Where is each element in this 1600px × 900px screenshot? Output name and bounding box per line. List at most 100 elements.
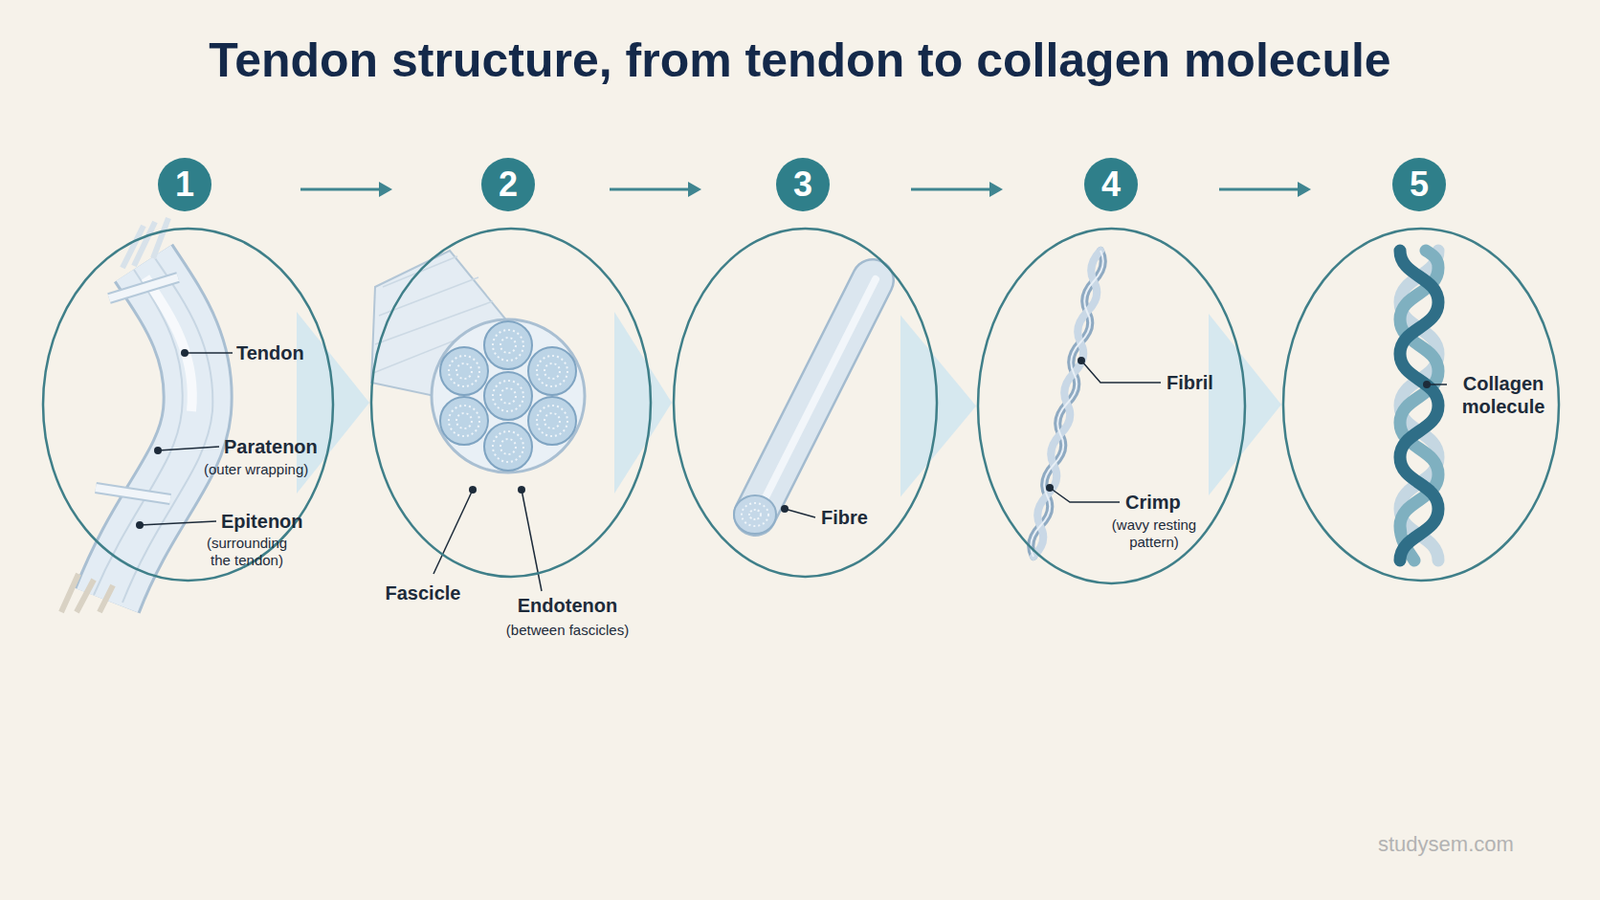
- fibre-dots: [448, 330, 568, 463]
- ellipse-shape: [977, 228, 1245, 584]
- tendon-fibres: [122, 258, 213, 603]
- fibre-ring: [544, 413, 560, 429]
- step-number-text: 3: [793, 167, 813, 202]
- fibre-end-ring: [749, 510, 761, 520]
- part-note: (between fascicles): [481, 622, 654, 640]
- step-arrow: [609, 181, 702, 198]
- step-number-text: 2: [498, 167, 518, 202]
- part-label: Tendon: [236, 341, 305, 365]
- stage-ellipse: Fibre: [671, 226, 939, 579]
- fibre-ring: [492, 431, 524, 463]
- fibre-highlight: [765, 279, 876, 498]
- fibre-ring: [492, 380, 524, 412]
- part-label: Fibril: [1166, 371, 1214, 395]
- part-note: (surrounding the tendon): [195, 534, 299, 570]
- leader-line: [157, 446, 220, 451]
- ellipse-shape: [1283, 228, 1559, 581]
- arrow-line: [911, 188, 992, 192]
- part-label: Fibre: [821, 506, 868, 530]
- fascicle: [484, 321, 533, 370]
- stage-ellipse: FascicleEndotenon(between fascicles): [369, 226, 653, 579]
- paratenon-sleeve: [109, 277, 178, 299]
- leader-line: [184, 352, 233, 355]
- part-label: Fascicle: [365, 581, 481, 605]
- part-note: (wavy resting pattern): [1100, 516, 1208, 552]
- fibre-ring: [456, 363, 472, 379]
- epitenon-sleeve: [95, 488, 171, 500]
- stage-chevron: [900, 315, 977, 498]
- part-label: Crimp: [1125, 490, 1181, 514]
- fascicle: [528, 347, 577, 396]
- epitenon-sleeve: [95, 488, 171, 500]
- watermark: studysem.com: [1377, 832, 1514, 858]
- fibre-ring: [500, 337, 516, 354]
- part-label: Paratenon: [223, 435, 318, 459]
- fibre-ring: [492, 330, 524, 361]
- tendon-body: [107, 263, 199, 601]
- step-number-text: 5: [1409, 167, 1429, 202]
- paratenon-sleeve: [109, 277, 178, 299]
- tendon-highlight: [145, 277, 193, 412]
- tendon-body-light: [107, 263, 199, 601]
- ellipse-outline: [976, 226, 1247, 586]
- stage-ellipse: FibrilCrimp(wavy resting pattern): [976, 226, 1247, 586]
- fibre-end-ring: [741, 503, 769, 527]
- fibre-ring: [448, 355, 480, 387]
- arrow-head: [378, 181, 393, 198]
- fibre-ring: [536, 405, 568, 437]
- helix-strand: [1400, 250, 1439, 561]
- stage-ellipse: TendonParatenon (outer wrapping) Epitenon(…: [41, 226, 335, 583]
- fibre-ring: [500, 388, 516, 404]
- step-number: 4: [1084, 157, 1138, 212]
- arrow-head: [688, 181, 702, 198]
- fibre-ring: [536, 355, 568, 387]
- helix-strand: [1400, 250, 1439, 561]
- fibre-ring: [544, 363, 560, 379]
- fibre-ring: [448, 405, 480, 437]
- ellipse-shape: [43, 228, 334, 581]
- ellipse-outline: [369, 226, 653, 579]
- part-note: (outer wrapping): [203, 461, 309, 479]
- fibre-ring: [456, 413, 472, 429]
- cross-section: [431, 319, 585, 473]
- fibril-highlight: [1030, 250, 1104, 557]
- step-arrow: [1219, 181, 1312, 198]
- step-number: 5: [1392, 157, 1446, 212]
- fibre-ring: [500, 439, 516, 455]
- ellipse-shape: [371, 228, 651, 578]
- fibre-end: [733, 495, 777, 534]
- tendon-bottom-strands: [61, 574, 113, 613]
- fascicle: [440, 347, 489, 396]
- part-label: Collagen molecule: [1449, 372, 1557, 419]
- arrow-head: [1297, 181, 1312, 198]
- step-number-text: 4: [1101, 167, 1121, 202]
- step-number: 1: [157, 157, 212, 212]
- step-number: 3: [776, 157, 830, 212]
- chevron-shape: [900, 315, 977, 498]
- step-arrow: [300, 181, 393, 198]
- chevron-shape: [614, 311, 672, 494]
- arrow-line: [1219, 188, 1300, 192]
- fascicle: [484, 422, 533, 471]
- leader-line: [1081, 360, 1161, 383]
- leader-line: [1049, 488, 1120, 503]
- helix-strand: [1400, 250, 1439, 561]
- part-label: Epitenon: [221, 510, 304, 534]
- fibril-strand: [1030, 250, 1104, 557]
- stage-ellipse: Collagen molecule: [1281, 226, 1561, 583]
- part-label: Endotenon: [500, 594, 635, 618]
- stage-chevron: [614, 311, 672, 494]
- diagram-title: Tendon structure, from tendon to collage…: [0, 32, 1600, 89]
- step-number: 2: [481, 157, 535, 212]
- step-number-text: 1: [175, 167, 195, 202]
- leader-line: [139, 521, 217, 526]
- leader-line: [1426, 383, 1447, 386]
- arrow-head: [989, 181, 1003, 198]
- ellipse-outline: [671, 226, 939, 579]
- arrow-line: [609, 188, 690, 192]
- fascicle: [484, 372, 533, 421]
- fascicle: [528, 397, 577, 445]
- leader-line: [784, 509, 816, 518]
- step-arrow: [911, 181, 1003, 198]
